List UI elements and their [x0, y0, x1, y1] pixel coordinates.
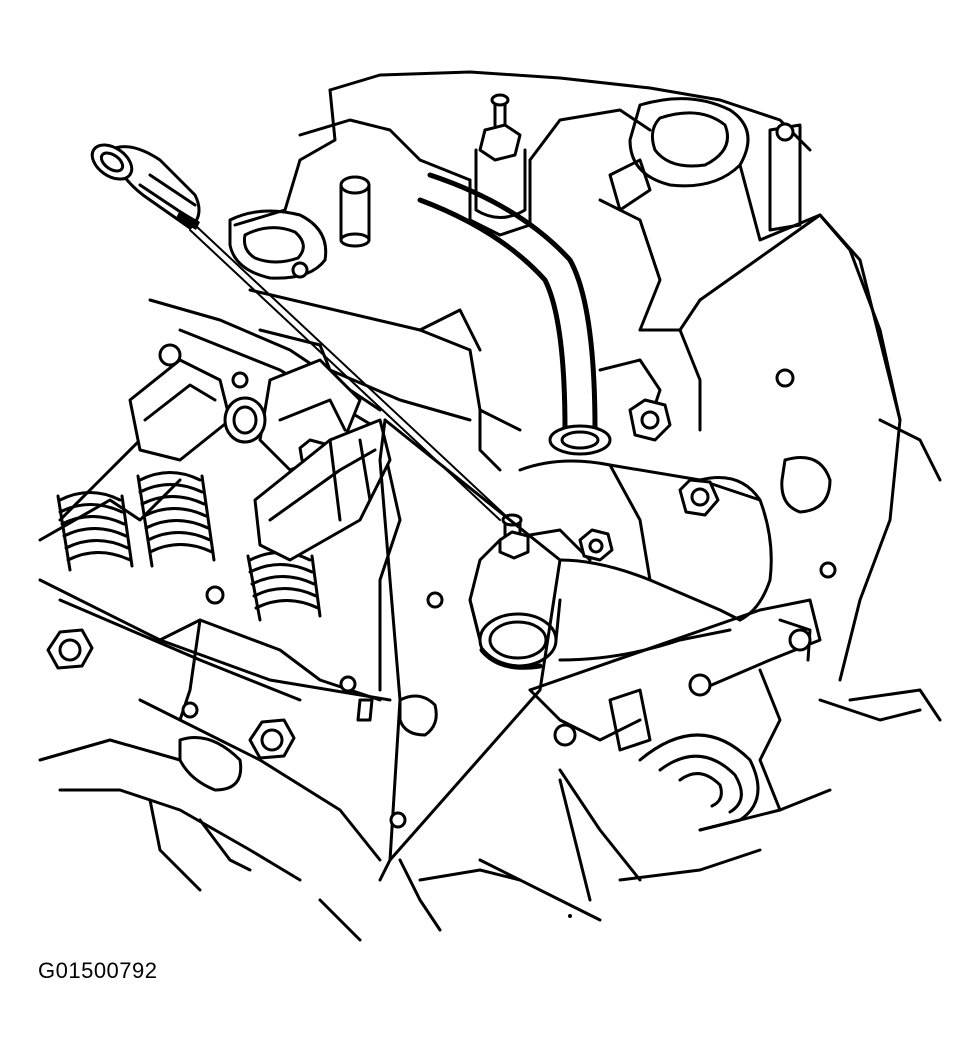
rocker-arm-1 — [128, 343, 232, 462]
intake-port-boss — [228, 209, 328, 280]
water-outlet-neck — [468, 598, 562, 670]
oil-dipstick — [90, 143, 507, 521]
sensor-fitting — [578, 528, 614, 562]
thermostat-bolt-top — [678, 478, 720, 517]
valve-spring-1 — [56, 491, 134, 572]
head-bolt-center — [248, 718, 296, 760]
lower-block — [558, 778, 832, 918]
vent-tube — [339, 175, 371, 248]
rocker-stud — [205, 371, 267, 605]
head-bolt-left — [46, 628, 94, 670]
front-cover — [478, 598, 922, 922]
engine-block-right — [638, 213, 942, 722]
rocker-arm-3 — [253, 418, 392, 562]
housing-stud — [498, 513, 530, 560]
intake-bolt — [474, 93, 527, 219]
figure-id-label: G01500792 — [38, 958, 158, 983]
vacuum-pipe — [417, 172, 612, 456]
manifold-bolt-right — [628, 398, 672, 442]
head-front-face — [38, 418, 562, 942]
valve-spring-3 — [246, 551, 322, 622]
thermostat-housing — [468, 459, 773, 662]
valve-spring-2 — [136, 471, 216, 568]
upper-intake-manifold — [233, 70, 902, 422]
